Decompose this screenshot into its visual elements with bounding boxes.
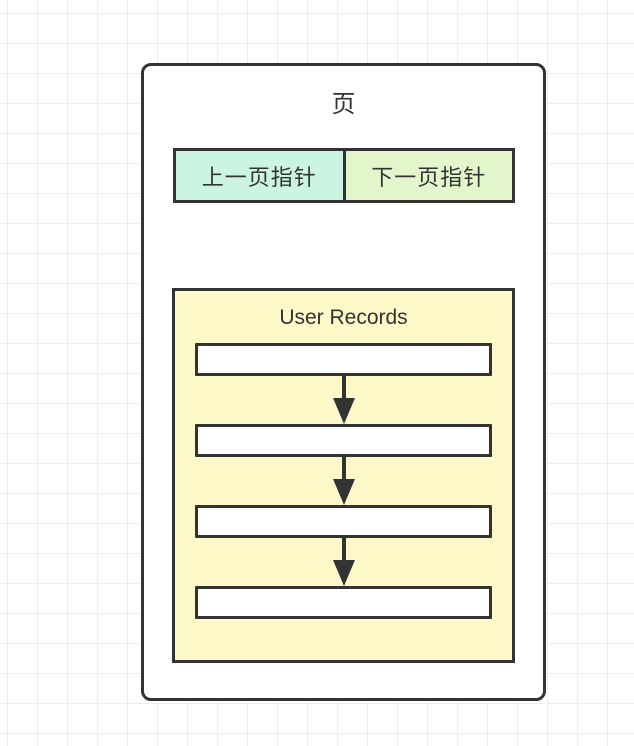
page-title: 页 <box>331 91 356 118</box>
down-arrow-shaft <box>341 376 346 398</box>
pointer-row: 上一页指针 下一页指针 <box>173 148 515 203</box>
page-box: 页 上一页指针 下一页指针 User Records <box>141 63 546 701</box>
down-arrow-shaft <box>341 538 346 560</box>
down-arrow-icon <box>195 376 492 424</box>
down-arrow-head <box>332 398 355 424</box>
record-row <box>195 343 492 376</box>
down-arrow-icon <box>195 457 492 505</box>
user-records-box: User Records <box>172 288 515 663</box>
record-rows <box>195 343 492 619</box>
record-row <box>195 505 492 538</box>
prev-page-pointer-cell: 上一页指针 <box>173 148 346 203</box>
user-records-title: User Records <box>279 306 408 329</box>
record-row <box>195 424 492 457</box>
record-row <box>195 586 492 619</box>
down-arrow-head <box>332 560 355 586</box>
down-arrow-icon <box>195 538 492 586</box>
down-arrow-head <box>332 479 355 505</box>
down-arrow-shaft <box>341 457 346 479</box>
next-page-pointer-cell: 下一页指针 <box>342 148 515 203</box>
